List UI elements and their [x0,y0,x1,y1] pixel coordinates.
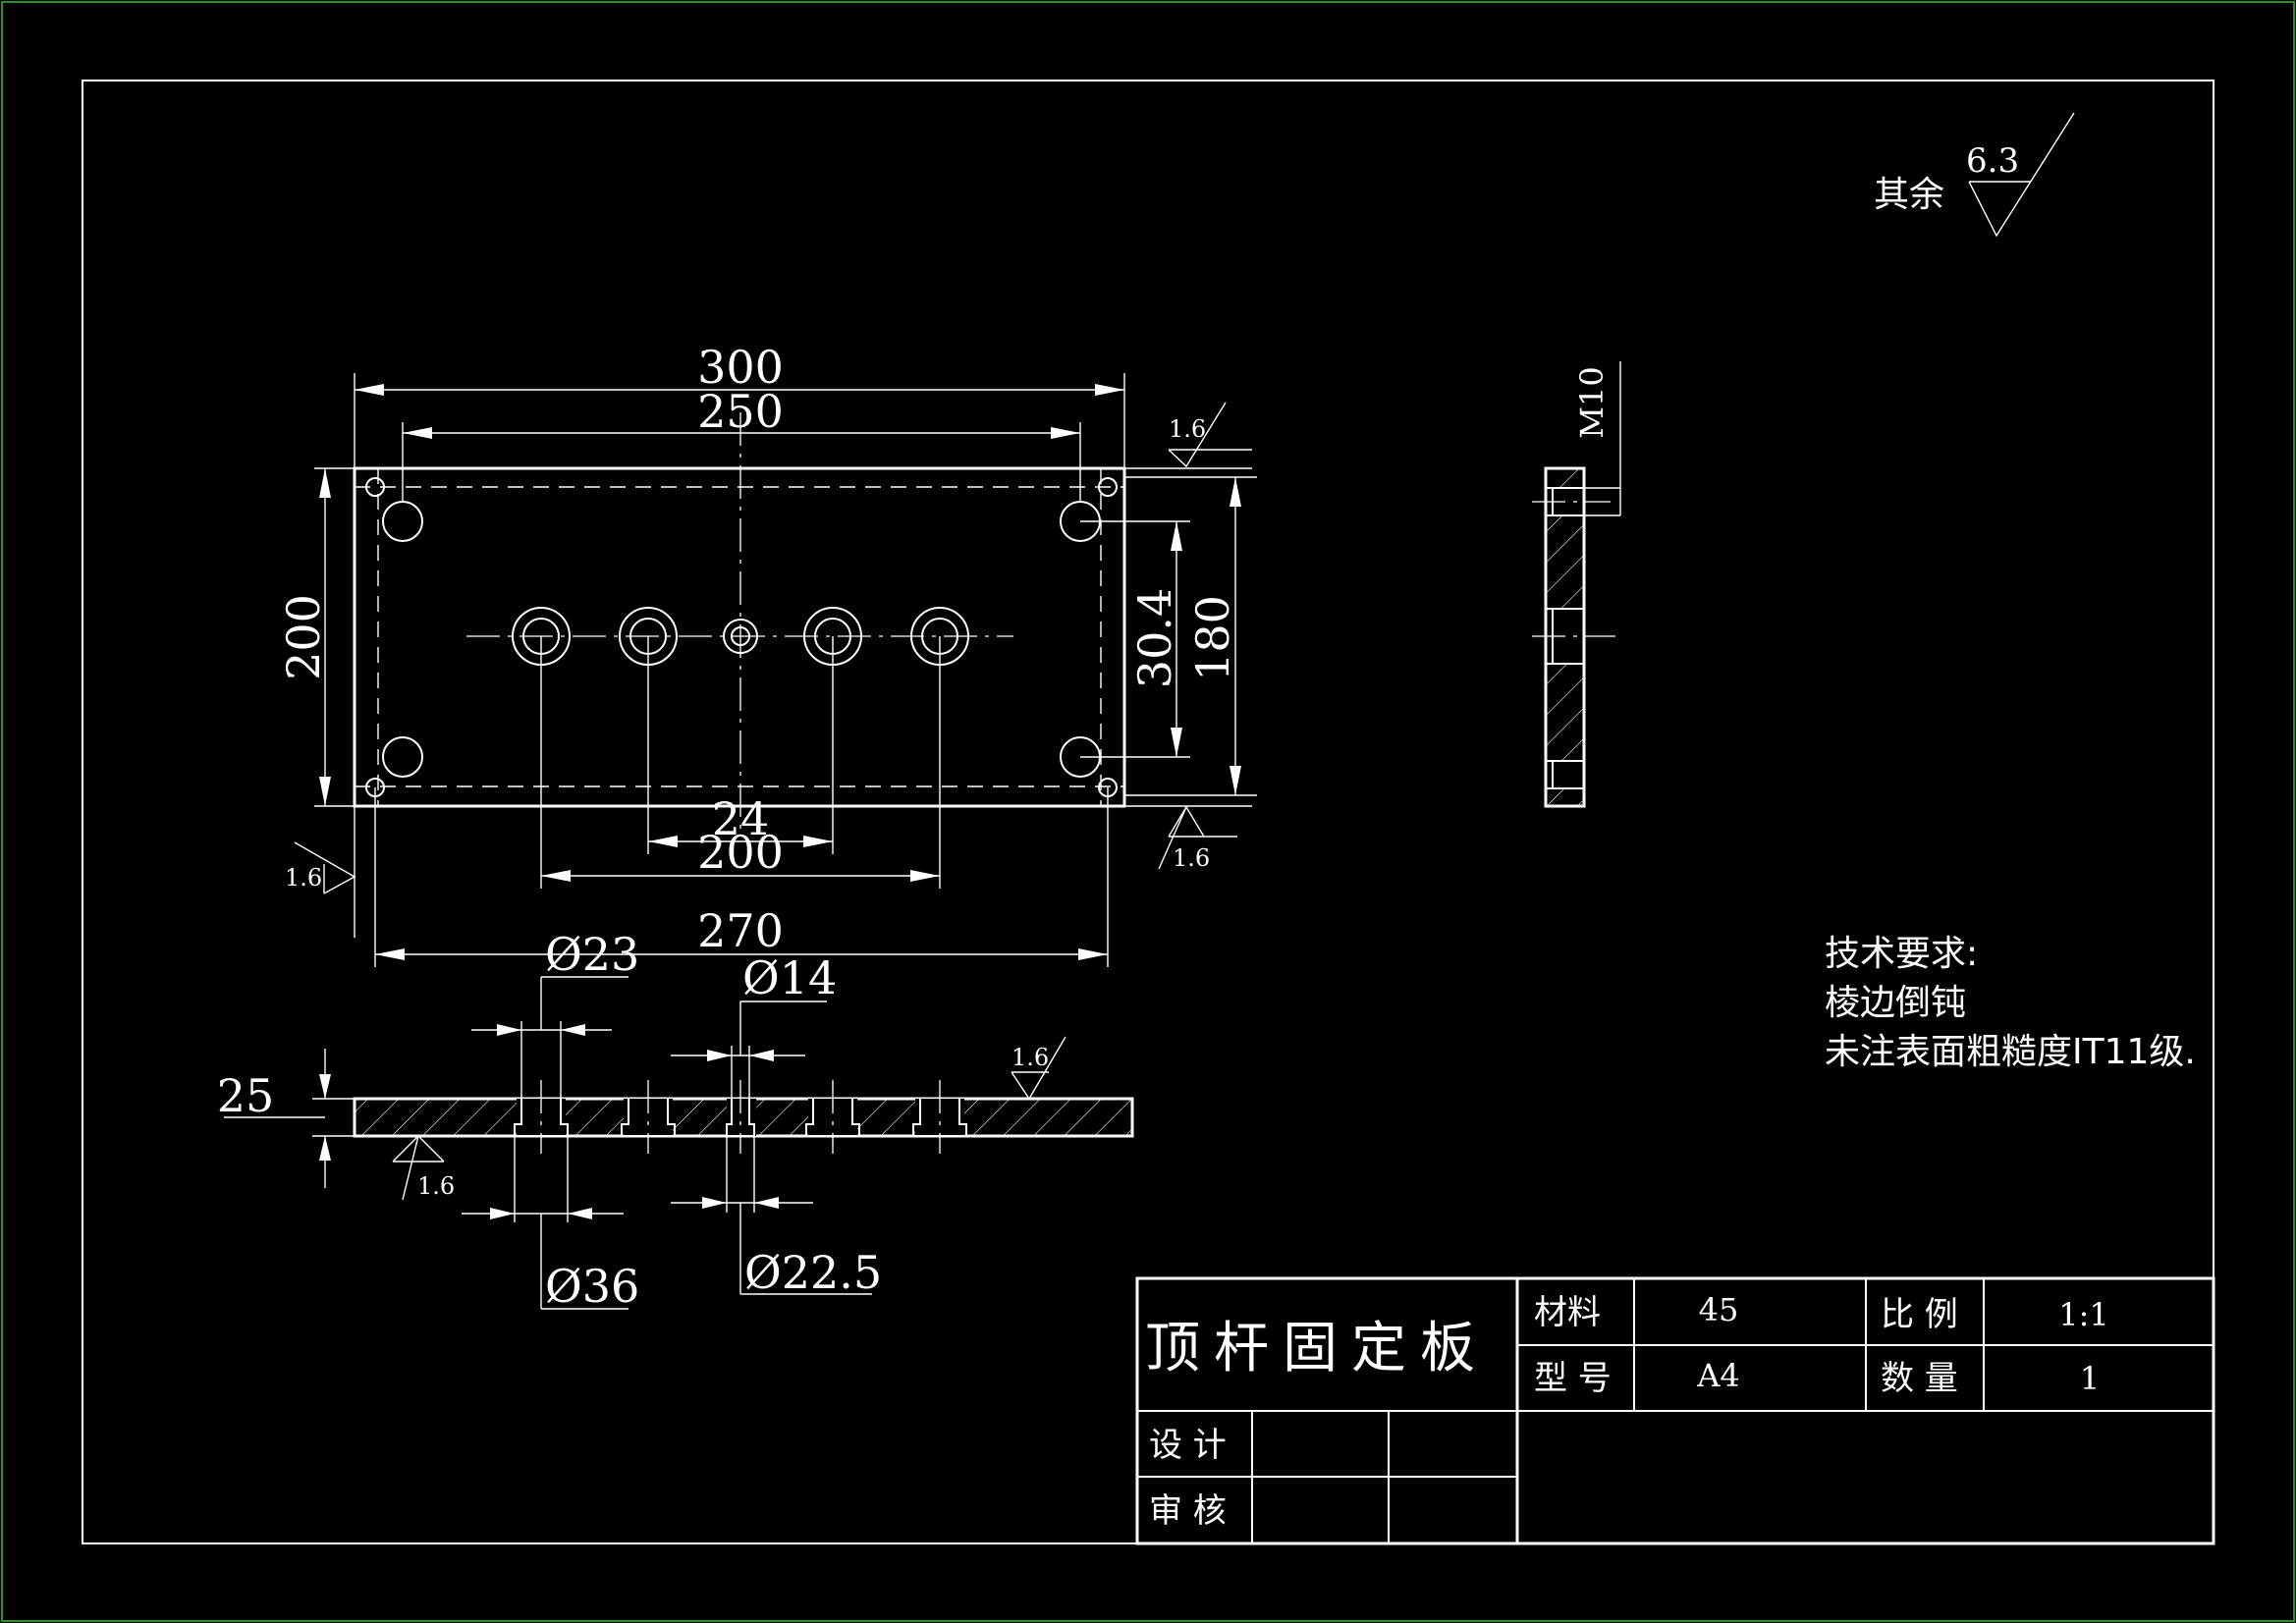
corner-hole [365,477,385,497]
dim-25: 25 [217,1069,275,1122]
model-label: 型 号 [1534,1359,1612,1398]
material-label: 材料 [1534,1293,1601,1332]
roughness-general-label: 其余 [1874,175,1944,215]
roughness-value: 1.6 [1169,415,1206,443]
side-view [1532,361,1621,808]
corner-hole [1098,477,1118,497]
title-block [1135,1276,2215,1545]
counterbore [805,1099,860,1137]
dimension-labels: 300 250 200 30.4 180 24 200 270 25 Ø23 Ø… [217,341,1611,1313]
dim-diameter-23: Ø23 [545,928,639,981]
dim-270: 270 [697,904,784,957]
design-label: 设 计 [1149,1426,1227,1465]
title-block-text: 顶杆固定板 材料 45 比 例 1:1 型 号 A4 数 量 1 设 计 审 核 [1145,1291,2109,1531]
counterbore [726,1099,756,1137]
dim-180: 180 [1186,595,1239,681]
roughness-labels: 其余 6.3 1.6 1.6 1.6 1.6 1.6 [285,141,2019,1200]
material-value: 45 [1699,1291,1739,1328]
dim-diameter-14: Ø14 [742,951,837,1004]
plan-view [294,373,1257,967]
dim-30-4: 30.4 [1128,588,1181,688]
roughness-symbol [1011,1036,1066,1101]
dim-200-horizontal: 200 [697,826,784,879]
dim-300: 300 [697,341,784,394]
general-roughness-symbol [1968,112,2075,238]
screw-hole [382,501,423,542]
roughness-symbol [1124,805,1252,870]
dim-m10: M10 [1573,366,1611,438]
roughness-symbol [392,1135,445,1201]
dim-diameter-36: Ø36 [545,1260,639,1313]
tech-heading: 技术要求: [1825,934,1978,974]
roughness-general-value: 6.3 [1966,141,2019,181]
roughness-symbol [294,806,356,938]
dim-200-vertical: 200 [277,594,330,680]
quantity-value: 1 [2080,1360,2100,1397]
screw-hole [382,736,423,778]
section-view [224,976,1134,1310]
dim-24: 24 [712,792,770,845]
roughness-symbol [1124,402,1252,469]
dim-diameter-22-5: Ø22.5 [744,1246,882,1299]
technical-requirements: 技术要求: 棱边倒钝 未注表面粗糙度IT11级. [1825,934,2196,1072]
roughness-value: 1.6 [417,1172,455,1200]
dim-250: 250 [697,385,784,438]
roughness-value: 1.6 [285,864,322,892]
review-label: 审 核 [1149,1491,1227,1531]
part-name: 顶杆固定板 [1145,1317,1489,1380]
tech-line-1: 棱边倒钝 [1825,983,1966,1023]
scale-value: 1:1 [2058,1296,2109,1333]
model-value: A4 [1696,1357,1739,1394]
quantity-label: 数 量 [1881,1359,1958,1398]
roughness-value: 1.6 [1173,844,1210,872]
roughness-value: 1.6 [1011,1044,1049,1071]
tech-line-2: 未注表面粗糙度IT11级. [1825,1032,2196,1072]
scale-label: 比 例 [1881,1295,1958,1334]
